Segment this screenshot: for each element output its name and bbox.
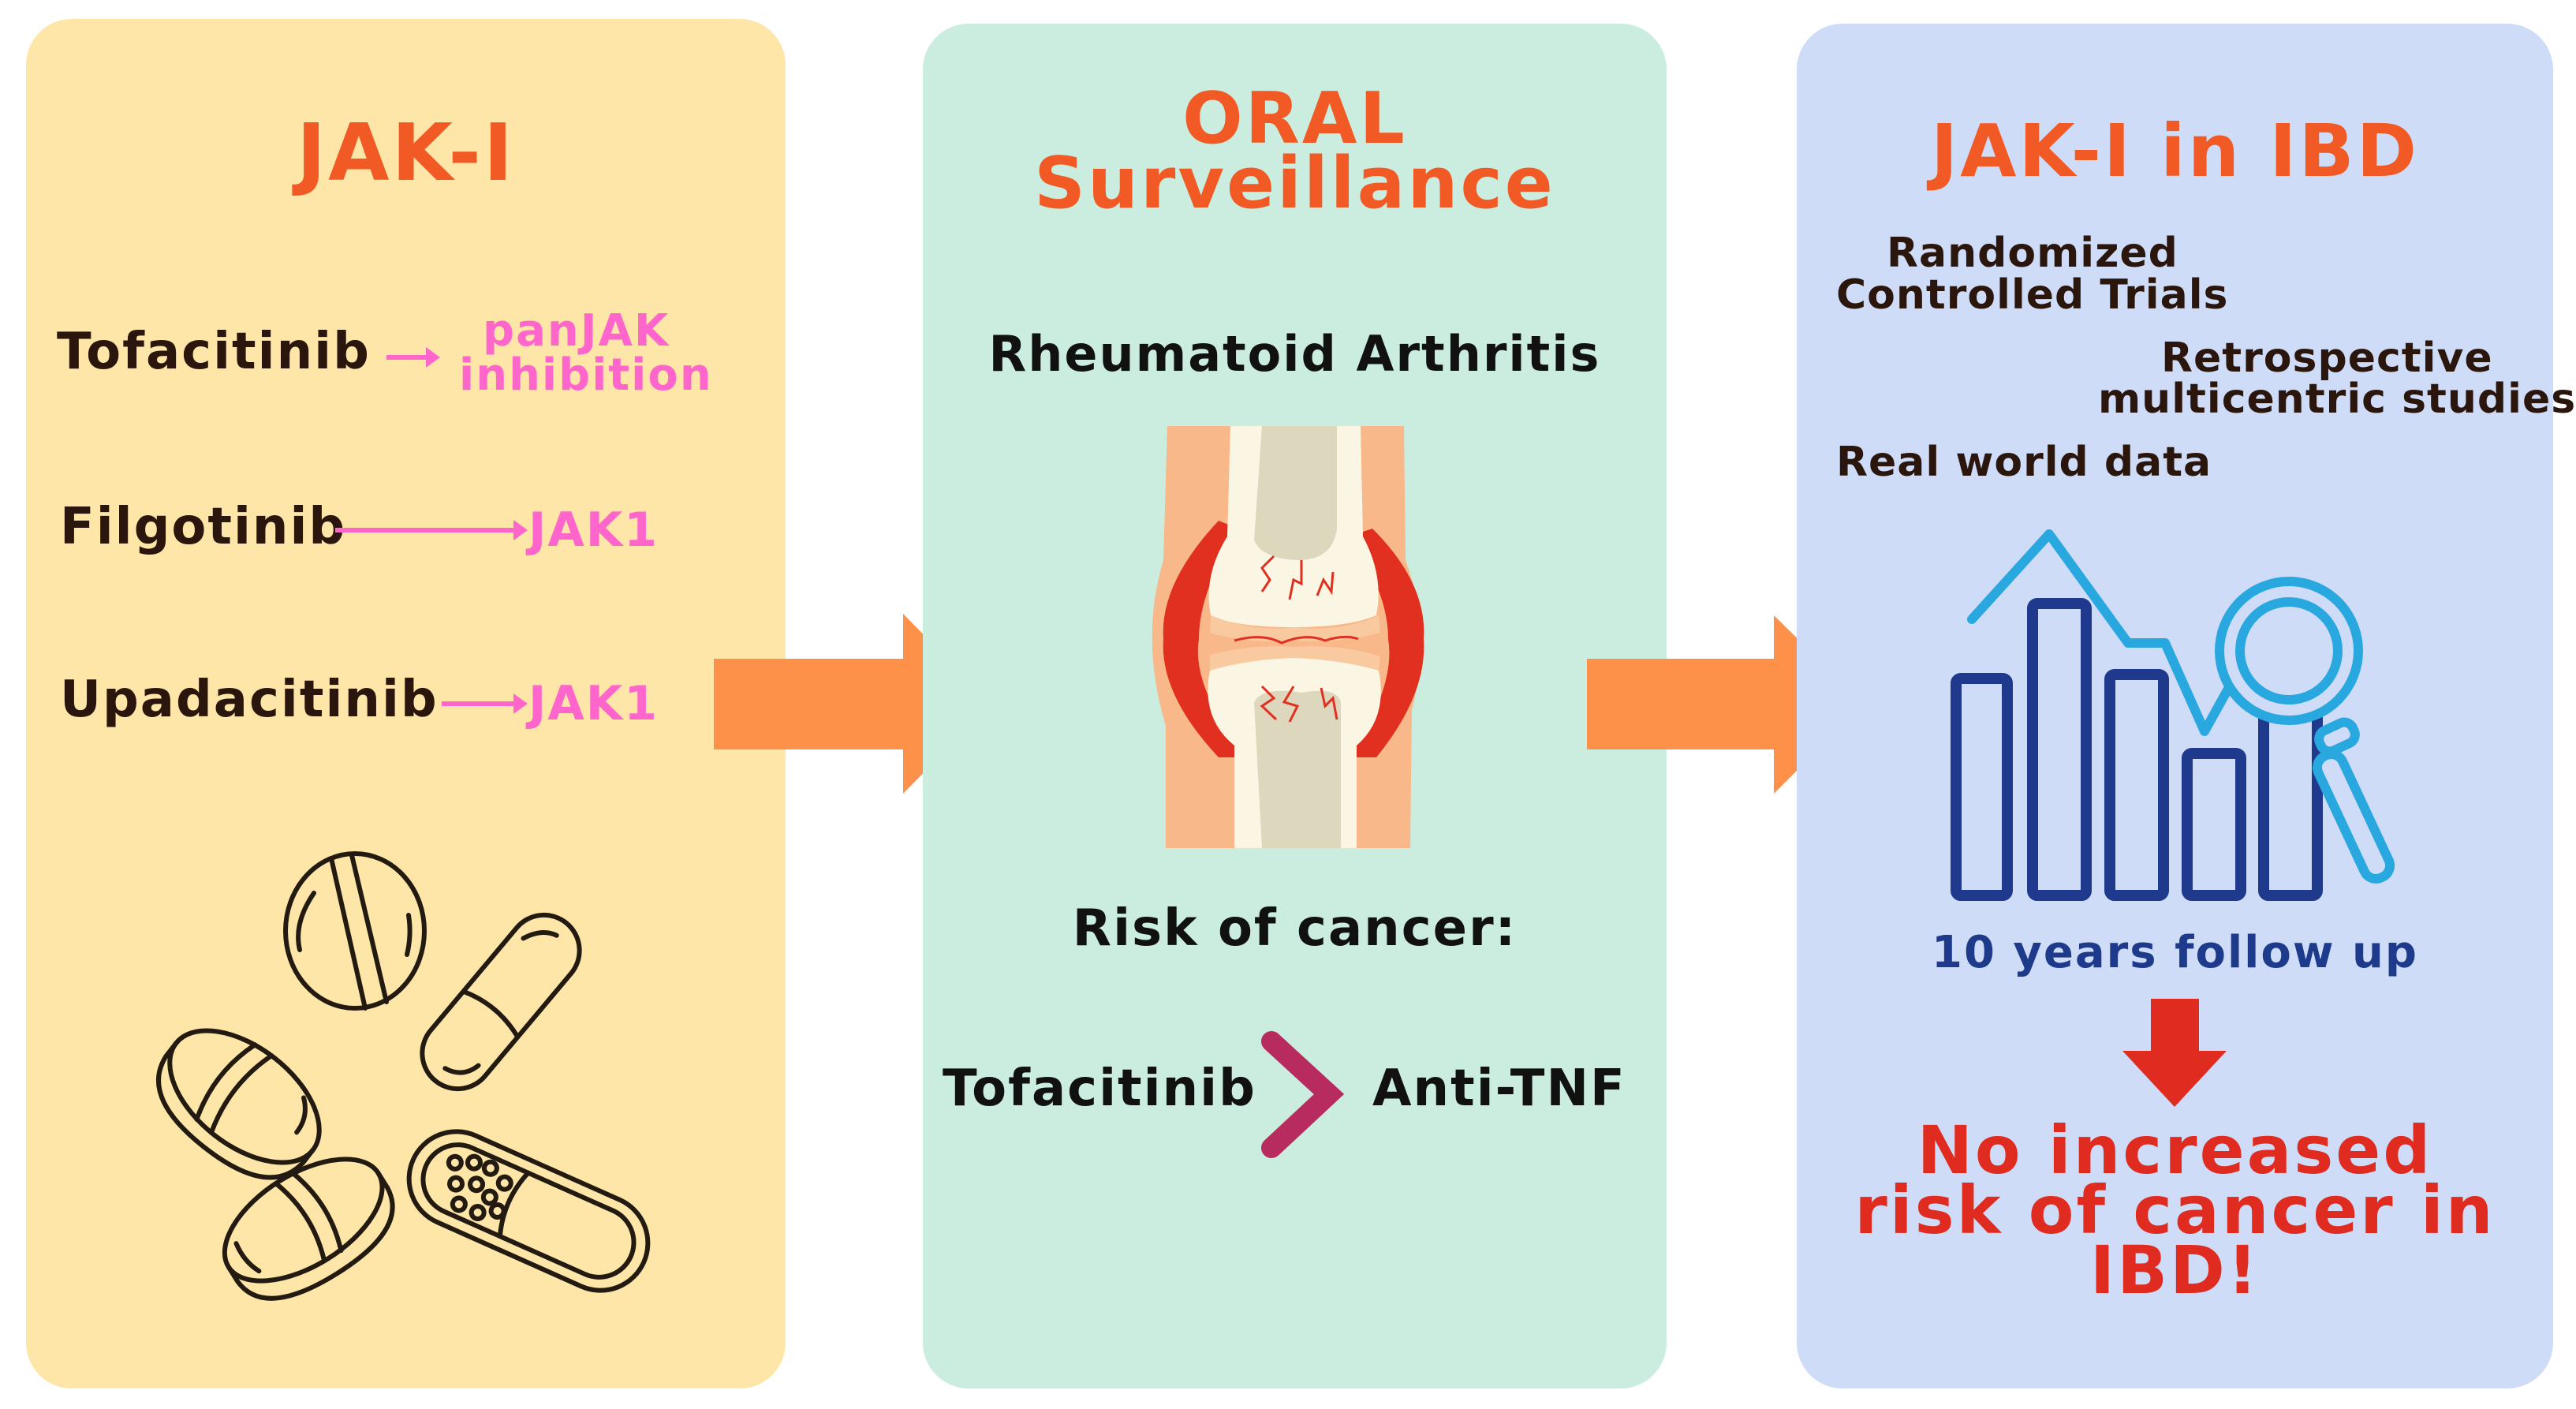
- trend-line: [1967, 529, 2233, 736]
- bar-chart-magnifier-icon: [1951, 529, 2395, 901]
- panel-jak-i-in-ibd: [1797, 24, 2553, 1388]
- evidence-retrospective-line2: multicentric studies: [2098, 376, 2576, 423]
- target-jak1: JAK1: [528, 676, 659, 731]
- follow-up-label: 10 years follow up: [1931, 927, 2419, 978]
- panel-title-jak-i: JAK-I: [296, 107, 516, 199]
- arrow-right-icon: [714, 614, 991, 794]
- conclusion-line1: No increased: [1917, 1112, 2433, 1189]
- chart-bar: [2104, 669, 2169, 901]
- drug-tofacitinib: Tofacitinib: [57, 323, 371, 381]
- chart-bar: [1951, 673, 2013, 901]
- conclusion-line3: IBD!: [2089, 1231, 2261, 1309]
- panel-title-jak-i-ibd: JAK-I in IBD: [1931, 109, 2419, 193]
- panel-jak-inhibitors: [26, 19, 786, 1388]
- oval-tablet-icon: [222, 1157, 395, 1301]
- risk-of-cancer-label: Risk of cancer:: [1072, 899, 1518, 958]
- arrow-head-icon: [513, 520, 528, 540]
- conclusion-line2: risk of cancer in: [1854, 1172, 2496, 1249]
- panel-title-oral: ORAL: [1182, 77, 1407, 160]
- pills-icon: [156, 851, 651, 1301]
- drug-filgotinib: Filgotinib: [60, 498, 347, 556]
- evidence-retrospective-line1: Retrospective: [2161, 334, 2493, 382]
- arrow-head-icon: [513, 693, 528, 714]
- arrow-right-icon: [386, 355, 427, 360]
- arrow-right-icon: [442, 701, 515, 706]
- comparison-right-anti-tnf: Anti-TNF: [1372, 1060, 1626, 1118]
- magnifier-icon: [2215, 577, 2395, 884]
- chart-bar: [2182, 748, 2246, 901]
- panel-title-surveillance: Surveillance: [1034, 142, 1555, 225]
- capsule-icon: [420, 912, 582, 1092]
- evidence-rct-line1: Randomized: [1887, 230, 2178, 277]
- target-inhibition: inhibition: [459, 349, 713, 401]
- oval-tablet-icon: [156, 1028, 322, 1180]
- evidence-rct-line2: Controlled Trials: [1836, 271, 2229, 319]
- chart-bar: [2027, 598, 2092, 901]
- evidence-real-world-data: Real world data: [1836, 439, 2212, 486]
- arrow-right-icon: [335, 528, 515, 533]
- bead-capsule-icon: [406, 1129, 651, 1293]
- target-panjak: panJAK: [483, 305, 670, 357]
- greater-than-chevron-icon: [1261, 1031, 1345, 1158]
- arrow-head-icon: [426, 347, 440, 368]
- chart-bar: [2258, 708, 2323, 901]
- round-tablet-icon: [283, 851, 427, 1011]
- subtitle-rheumatoid-arthritis: Rheumatoid Arthritis: [988, 325, 1601, 383]
- drug-upadacitinib: Upadacitinib: [60, 671, 439, 729]
- target-jak1: JAK1: [528, 503, 659, 558]
- inflamed-joint-icon: [1152, 426, 1424, 848]
- arrow-right-icon: [1587, 615, 1864, 794]
- comparison-left-tofacitinib: Tofacitinib: [943, 1060, 1256, 1118]
- arrow-down-icon: [2122, 999, 2227, 1107]
